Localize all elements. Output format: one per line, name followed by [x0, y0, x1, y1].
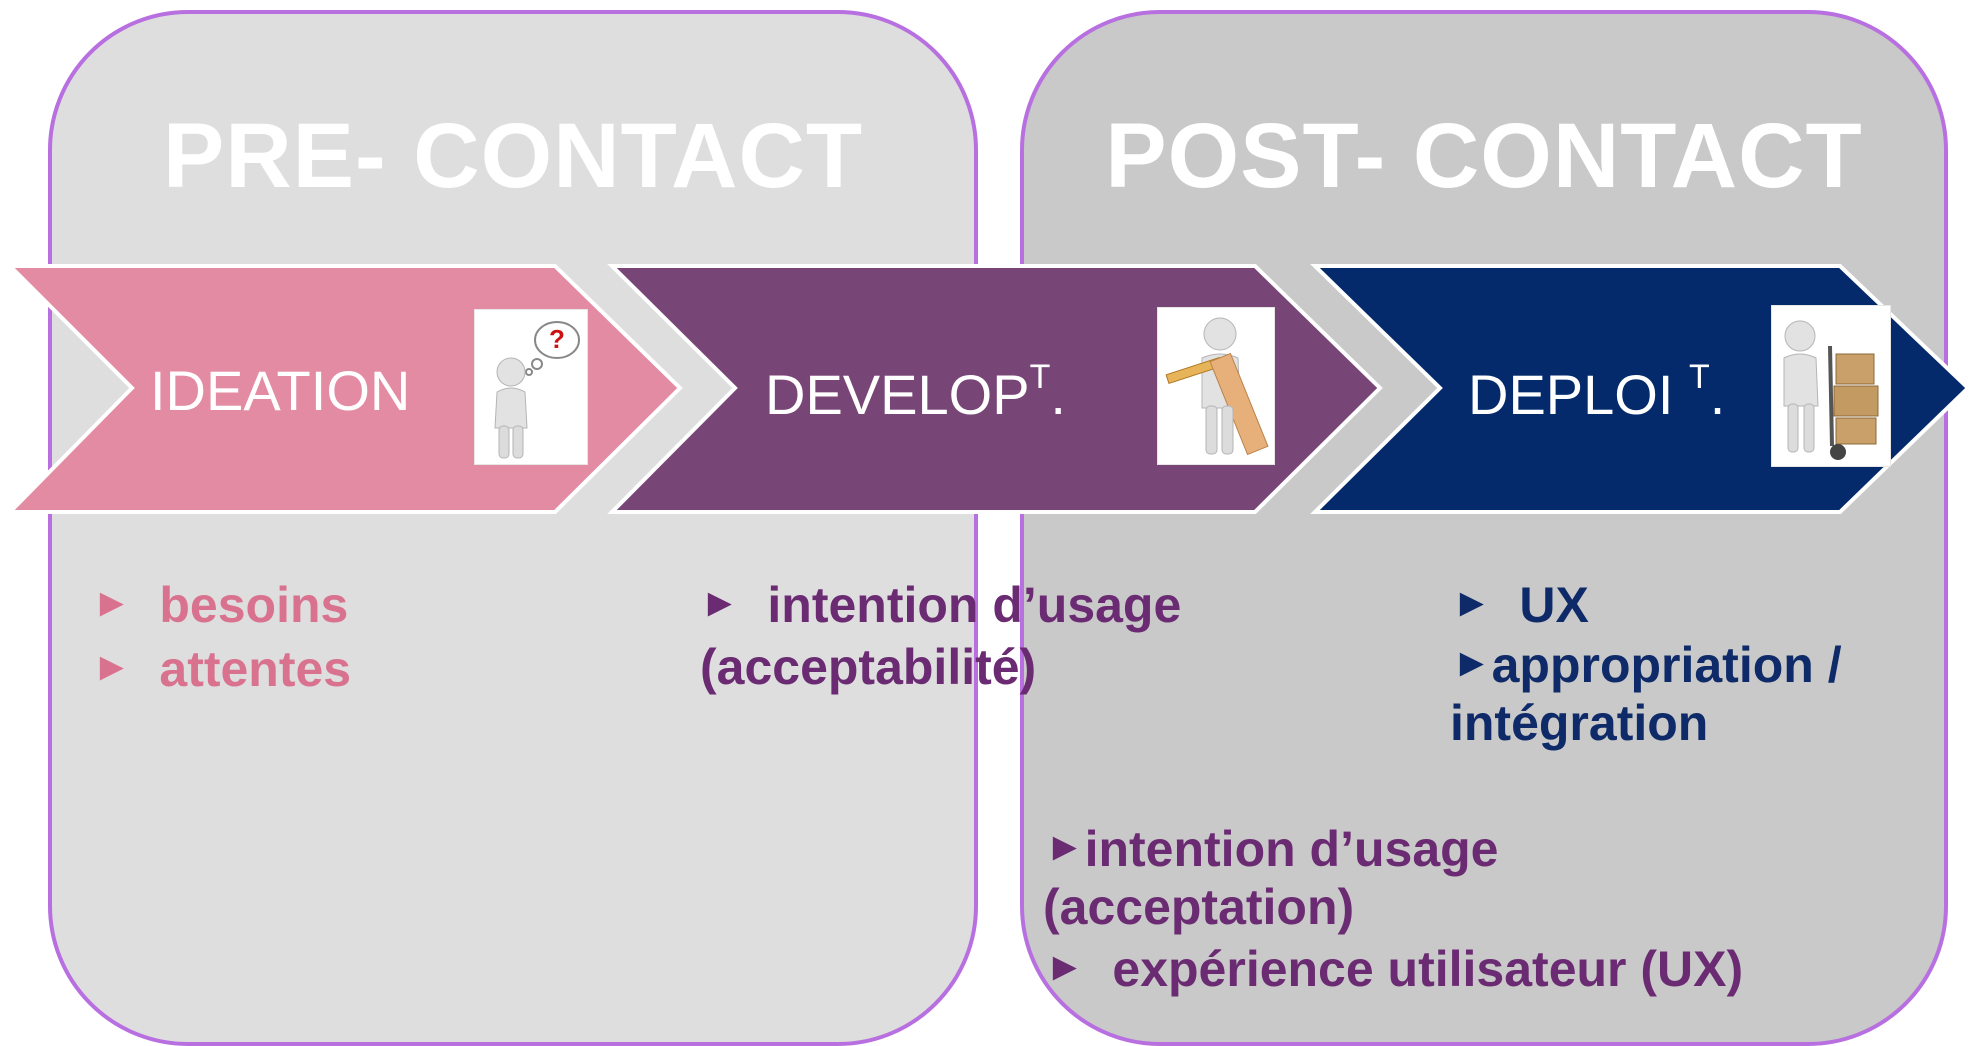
ideation-note-besoins: ► besoins: [92, 572, 348, 636]
svg-text:?: ?: [549, 324, 565, 354]
develop-note-line1: ► intention d’usage: [700, 572, 1181, 636]
deploi-note-ux-text: UX: [1519, 577, 1589, 633]
develop-note-line2: (acceptabilité): [700, 639, 1037, 695]
stage-label-develop-sup: T: [1029, 358, 1051, 396]
deploi-note-ux: ► UX: [1452, 572, 1589, 636]
stage-label-develop-suffix: .: [1050, 363, 1066, 426]
stage-label-deploi-sup: T: [1688, 358, 1710, 396]
ideation-note-attentes: ► attentes: [92, 636, 351, 700]
bullet-arrow-icon: ►: [700, 581, 740, 625]
post-note-ux-text: expérience utilisateur (UX): [1112, 941, 1744, 997]
figure-pencil-ruler-icon: [1158, 308, 1274, 464]
post-note-acceptation: (acceptation): [1043, 879, 1355, 935]
stage-label-ideation-text: IDEATION: [150, 359, 411, 422]
thinking-figure-question-icon: ?: [475, 310, 587, 464]
bullet-arrow-icon: ►: [92, 581, 132, 625]
pre-contact-title: PRE- CONTACT: [162, 105, 864, 207]
post-note-intention: ►intention d’usage: [1045, 816, 1499, 880]
ideation-note-attentes-text: attentes: [159, 641, 352, 697]
bullet-arrow-icon: ►: [1452, 641, 1492, 685]
stage-label-develop: DEVELOPT.: [765, 358, 1066, 427]
bullet-arrow-icon: ►: [1452, 581, 1492, 625]
deploi-note-appropriation-text: appropriation /: [1491, 637, 1842, 693]
ideation-note-besoins-text: besoins: [159, 577, 349, 633]
stage-label-deploi: DEPLOI T.: [1468, 358, 1725, 427]
pre-contact-panel: PRE- CONTACT: [48, 10, 978, 1046]
post-note-intention-text: intention d’usage: [1084, 821, 1499, 877]
stage-label-ideation: IDEATION: [150, 358, 410, 423]
deploi-note-appropriation: ►appropriation /: [1452, 632, 1842, 696]
stage-label-deploi-suffix: .: [1709, 363, 1726, 426]
deploi-note-integration: intégration: [1450, 695, 1709, 751]
bullet-arrow-icon: ►: [1045, 825, 1085, 869]
bullet-arrow-icon: ►: [1045, 945, 1085, 989]
bullet-arrow-icon: ►: [92, 645, 132, 689]
post-note-ux: ► expérience utilisateur (UX): [1045, 936, 1743, 1000]
figure-hand-truck-boxes-icon: [1772, 306, 1890, 466]
stage-label-deploi-text: DEPLOI: [1468, 363, 1689, 426]
stage-label-develop-text: DEVELOP: [765, 363, 1030, 426]
post-contact-title: POST- CONTACT: [1105, 105, 1863, 207]
develop-note-line1-text: intention d’usage: [767, 577, 1182, 633]
